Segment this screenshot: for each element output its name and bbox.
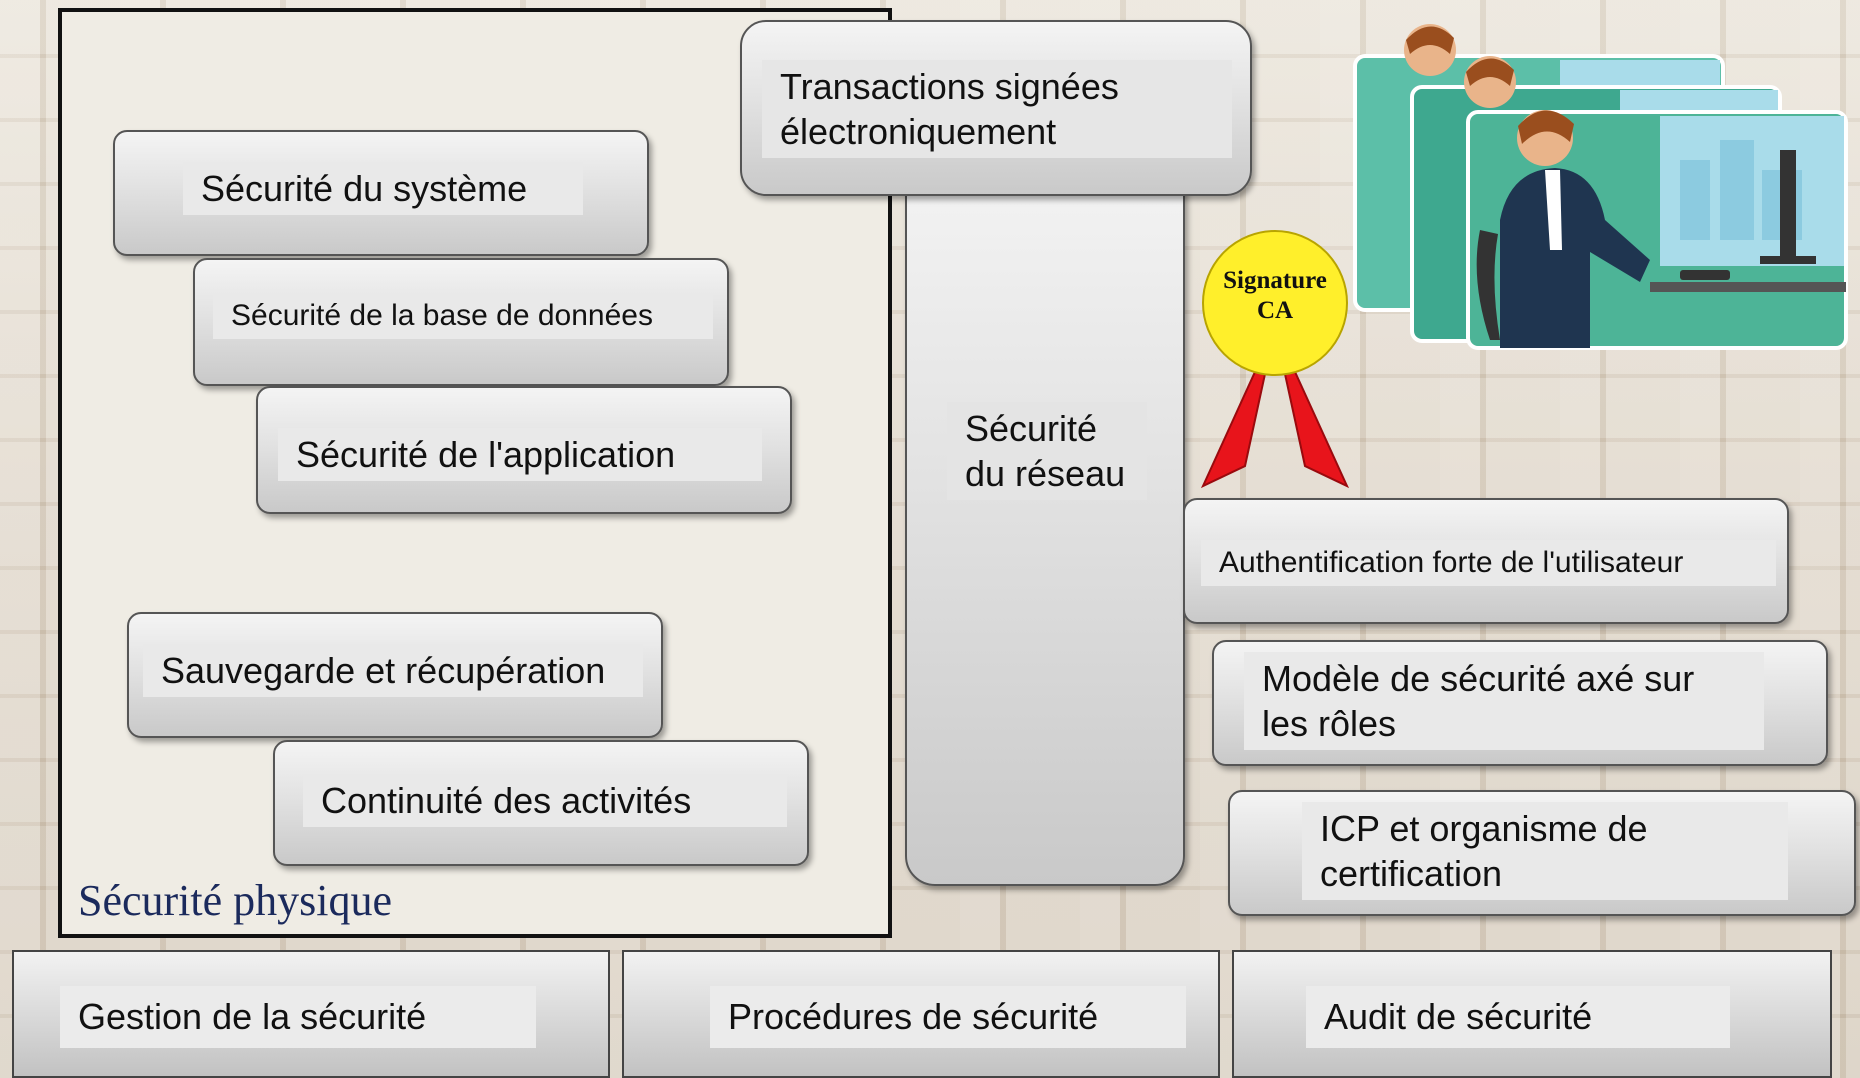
strong-auth-box: Authentification forte de l'utilisateur [1183,498,1789,624]
seal-line-1: Signature [1223,267,1327,294]
security-management-label: Gestion de la sécurité [60,986,536,1048]
role-model-label: Modèle de sécurité axé sur les rôles [1244,652,1764,750]
application-security-label: Sécurité de l'application [278,428,762,481]
database-security-box: Sécurité de la base de données [193,258,729,386]
pki-label: ICP et organisme de certification [1302,802,1788,900]
business-continuity-box: Continuité des activités [273,740,809,866]
application-security-box: Sécurité de l'application [256,386,792,514]
network-security-label: Sécurité du réseau [947,402,1147,500]
role-model-box: Modèle de sécurité axé sur les rôles [1212,640,1828,766]
backup-recovery-box: Sauvegarde et récupération [127,612,663,738]
pki-box: ICP et organisme de certification [1228,790,1856,916]
business-continuity-label: Continuité des activités [303,774,787,827]
signature-ca-seal-icon [1200,230,1350,489]
database-security-label: Sécurité de la base de données [213,293,713,339]
seal-line-2: CA [1256,297,1294,324]
system-security-box: Sécurité du système [113,130,649,256]
security-procedures-box: Procédures de sécurité [622,950,1220,1078]
users-at-computers-illustration [1353,24,1848,350]
security-audit-box: Audit de sécurité [1232,950,1832,1078]
system-security-label: Sécurité du système [183,162,583,215]
security-procedures-label: Procédures de sécurité [710,986,1186,1048]
signed-transactions-box: Transactions signées électroniquement [740,20,1252,196]
backup-recovery-label: Sauvegarde et récupération [143,644,643,697]
network-security-box: Sécurité du réseau [905,150,1185,886]
signed-transactions-label: Transactions signées électroniquement [762,60,1232,158]
strong-auth-label: Authentification forte de l'utilisateur [1201,540,1776,586]
security-management-box: Gestion de la sécurité [12,950,610,1078]
physical-security-label: Sécurité physique [78,876,393,925]
security-audit-label: Audit de sécurité [1306,986,1730,1048]
